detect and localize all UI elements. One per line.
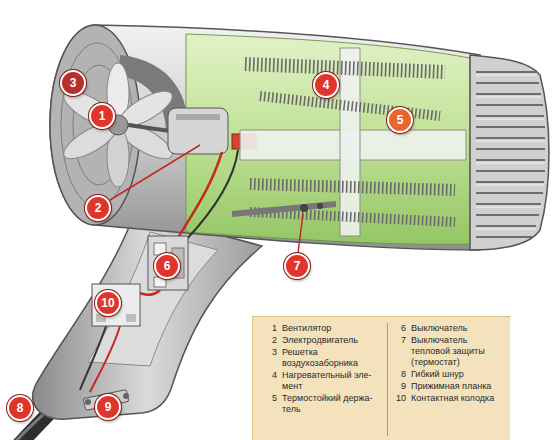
callout-circle: 3 xyxy=(60,70,86,96)
callout-number: 7 xyxy=(294,260,301,272)
part-number: 3 xyxy=(263,347,277,369)
terminal-block xyxy=(126,314,136,322)
callout-circle: 4 xyxy=(313,72,339,98)
terminal-block xyxy=(92,284,140,326)
wiring xyxy=(186,150,238,240)
clamp-plate xyxy=(123,393,129,399)
switch xyxy=(148,236,188,290)
part-name: Выключатель тепловой защиты (термостат) xyxy=(411,335,499,368)
part-number: 5 xyxy=(263,393,277,415)
motor xyxy=(128,108,256,154)
part-number: 1 xyxy=(263,323,277,334)
heating-element xyxy=(245,64,455,222)
callout-circle: 7 xyxy=(284,253,310,279)
callout-circle: 5 xyxy=(387,107,413,133)
heat-resistant-holder xyxy=(340,48,360,236)
handle xyxy=(88,232,218,366)
key-row: 6 Выключатель xyxy=(392,323,499,334)
part-name: Решетка воздухозаборника xyxy=(282,347,383,369)
clamp-plate xyxy=(85,399,91,405)
part-name: Вентилятор xyxy=(282,323,383,334)
part-number: 6 xyxy=(392,323,406,334)
callout-circle: 9 xyxy=(95,394,121,420)
callout-number: 2 xyxy=(95,202,102,214)
leader-line xyxy=(110,145,303,253)
part-number: 4 xyxy=(263,370,277,392)
callout-circle: 2 xyxy=(85,195,111,221)
heating-element xyxy=(245,64,445,72)
callout-number: 3 xyxy=(70,77,77,89)
callout-number: 8 xyxy=(17,402,24,414)
callout-number: 4 xyxy=(323,79,330,91)
key-row: 1 Вентилятор xyxy=(263,323,383,334)
wiring xyxy=(80,150,238,392)
wiring xyxy=(80,326,106,390)
thermostat xyxy=(232,203,336,214)
part-number: 10 xyxy=(392,393,406,404)
key-row: 7Выключатель тепловой защиты (термостат) xyxy=(392,335,499,368)
part-number: 7 xyxy=(392,335,406,368)
part-name: Контактная колодка xyxy=(411,393,499,404)
part-name: Электродвигатель xyxy=(282,335,383,346)
callout-circle: 10 xyxy=(95,290,121,316)
key-row: 4Нагревательный эле- мент xyxy=(263,370,383,392)
air-intake-grille xyxy=(61,43,133,207)
key-row: 10 Контактная колодка xyxy=(392,393,499,404)
key-row: 3Решетка воздухозаборника xyxy=(263,347,383,369)
thermostat xyxy=(232,204,336,214)
callout-circle: 1 xyxy=(89,103,115,129)
housing xyxy=(50,25,480,250)
callout-circle: 8 xyxy=(7,395,33,421)
wiring xyxy=(90,326,120,392)
key-row: 9 Прижимная планка xyxy=(392,381,499,392)
nozzle xyxy=(476,72,545,237)
part-number: 9 xyxy=(392,381,406,392)
handle xyxy=(33,212,262,419)
terminal-block xyxy=(92,284,140,326)
air-intake-grille xyxy=(50,25,140,225)
key-row: 8 Гибкий шнур xyxy=(392,369,499,380)
switch xyxy=(148,236,188,290)
part-number: 2 xyxy=(263,335,277,346)
part-name: Термостойкий держа- тель xyxy=(282,393,383,415)
leader-line xyxy=(110,145,200,200)
housing xyxy=(186,34,470,244)
part-number: 8 xyxy=(392,369,406,380)
thermostat xyxy=(317,203,323,209)
nozzle xyxy=(476,75,545,229)
key-column: 6Выключатель7Выключатель тепловой защиты… xyxy=(387,323,503,436)
heating-element xyxy=(250,184,455,190)
handle xyxy=(33,212,262,419)
heating-element xyxy=(260,96,440,116)
part-name: Нагревательный эле- мент xyxy=(282,370,383,392)
heating-element xyxy=(250,212,455,222)
part-name: Гибкий шнур xyxy=(411,369,499,380)
leader-line xyxy=(298,214,303,253)
fan xyxy=(59,63,177,187)
nozzle xyxy=(470,55,549,250)
motor xyxy=(128,125,170,131)
key-row: 2 Электродвигатель xyxy=(263,335,383,346)
thermostat xyxy=(300,204,308,212)
callout-circle: 6 xyxy=(154,253,180,279)
motor xyxy=(176,114,220,120)
callout-number: 6 xyxy=(164,260,171,272)
parts-key-table: 1Вентилятор2Электродвигатель3Решетка воз… xyxy=(252,316,510,440)
nozzle xyxy=(470,55,549,250)
callout-number: 1 xyxy=(99,110,106,122)
part-name: Выключатель xyxy=(411,323,499,334)
key-column: 1Вентилятор2Электродвигатель3Решетка воз… xyxy=(259,323,387,436)
housing xyxy=(50,25,480,250)
callout-number: 9 xyxy=(105,401,112,413)
part-name: Прижимная планка xyxy=(411,381,499,392)
key-row: 5Термостойкий держа- тель xyxy=(263,393,383,415)
callout-number: 5 xyxy=(397,114,404,126)
callout-number: 10 xyxy=(101,297,114,309)
